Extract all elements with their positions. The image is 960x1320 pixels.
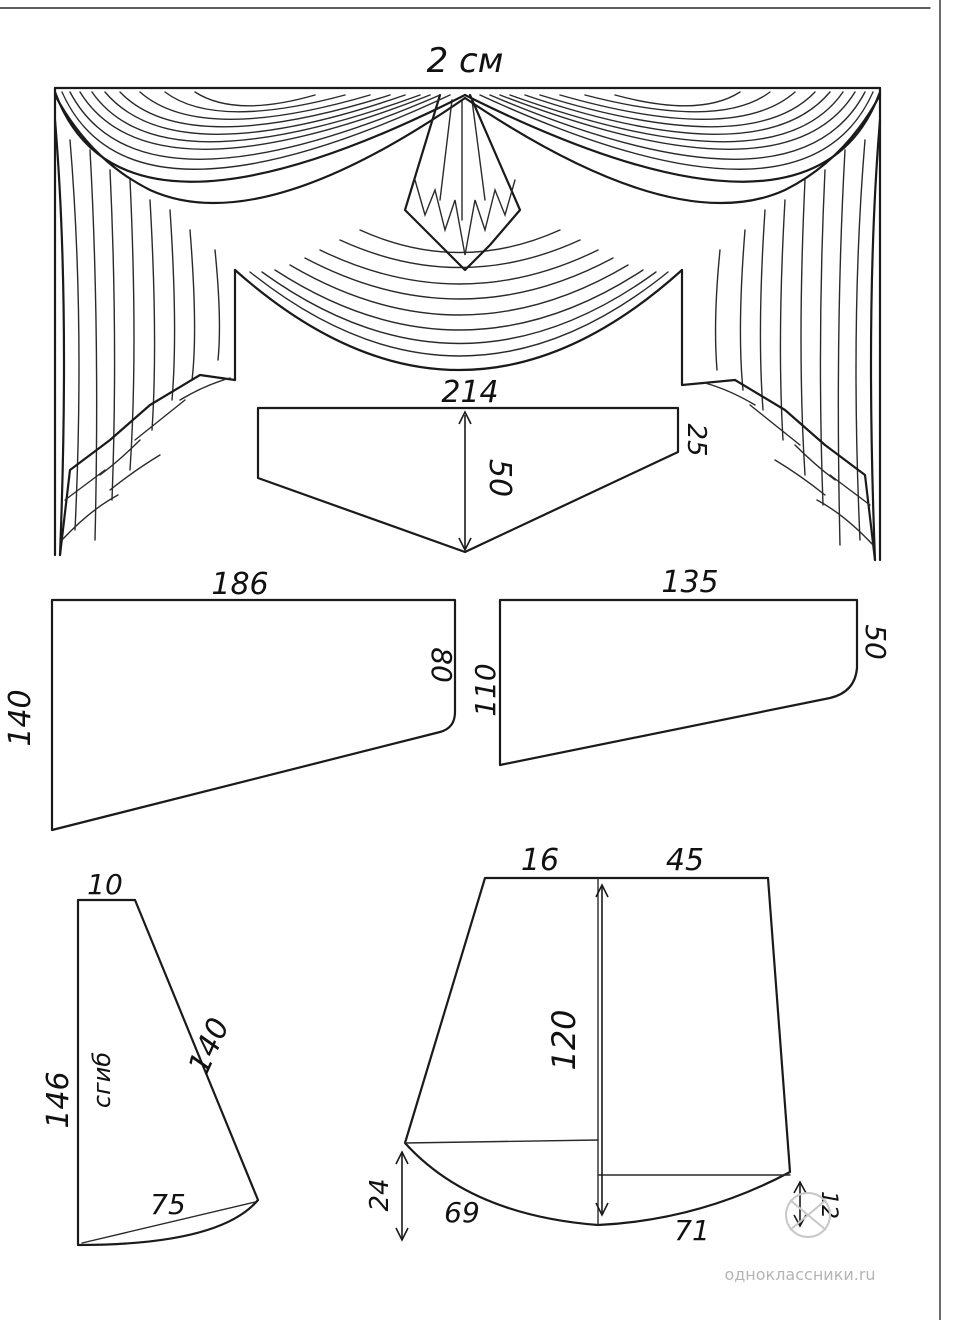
left-top-swag <box>53 90 467 205</box>
swag-depth-label: 50 <box>482 459 517 497</box>
left-panel-left-label: 140 <box>3 689 38 746</box>
large-swag-top-b-label: 45 <box>666 843 704 878</box>
pattern-right-panel: 135 110 50 <box>469 565 892 767</box>
jabot-diag-label: 140 <box>182 1013 237 1080</box>
center-swag <box>233 229 684 372</box>
left-side-curtain <box>53 118 237 557</box>
curtain-illustration <box>53 86 882 562</box>
left-panel-top-label: 186 <box>211 567 268 602</box>
right-panel-top-label: 135 <box>661 565 718 600</box>
right-panel-left-label: 110 <box>469 663 502 716</box>
large-swag-arc-left-label: 69 <box>444 1196 480 1229</box>
jabot-outline <box>76 898 260 1247</box>
right-panel-right-label: 50 <box>859 624 892 660</box>
pattern-jabot: 10 146 сгиб 140 75 <box>41 868 260 1247</box>
large-swag-height-label: 120 <box>545 1009 583 1070</box>
large-swag-arc-right-label: 71 <box>674 1214 710 1247</box>
left-panel-outline <box>50 598 457 832</box>
right-side-curtain <box>680 118 882 562</box>
watermark-logo-icon <box>785 1192 831 1238</box>
pattern-left-panel: 186 140 80 <box>3 567 458 832</box>
pattern-center-swag: 214 50 25 <box>256 375 711 554</box>
watermark-text: одноклассники.ru <box>724 1265 875 1284</box>
jabot-top-label: 10 <box>87 868 123 901</box>
swag-side-label: 25 <box>681 423 711 456</box>
jabot-fold-label: сгиб <box>88 1052 116 1108</box>
swag-width-label: 214 <box>441 375 498 410</box>
page-title: 2 см <box>427 41 504 81</box>
jabot-side-label: 146 <box>41 1071 76 1128</box>
right-panel-outline <box>498 598 859 767</box>
large-swag-left-chord <box>404 1139 599 1144</box>
jabot-bottom-chord <box>81 1201 256 1244</box>
jabot-bottom-label: 75 <box>150 1188 186 1221</box>
watermark: одноклассники.ru <box>724 1192 876 1284</box>
pattern-large-swag: 16 45 120 24 69 71 12 <box>365 843 841 1247</box>
swag-outline <box>256 406 680 554</box>
large-swag-top-a-label: 16 <box>521 843 559 878</box>
large-swag-drop-label: 24 <box>365 1178 395 1211</box>
middle-jabot <box>403 93 522 272</box>
right-top-swag <box>463 90 882 205</box>
left-panel-right-label: 80 <box>425 647 458 683</box>
